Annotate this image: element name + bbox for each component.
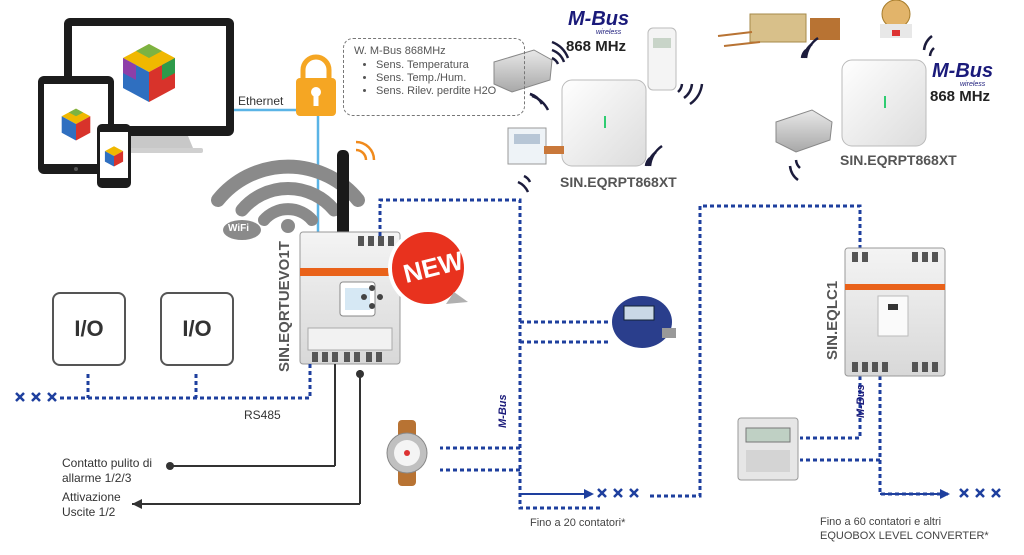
energy-meter-icon [737,417,799,481]
wireless-water-meter-icon [880,0,912,38]
wifi-badge [223,220,261,240]
bus-note-right-2: EQUOBOX LEVEL CONVERTER* [820,530,989,542]
wireless-water-meter-pair-icon [717,13,840,47]
mbus-logo-right: M-Bus [932,60,994,82]
sensor-list-item: Sens. Temperatura [376,59,496,72]
level-converter-label: SIN.EQLC1 [824,280,841,360]
alarm-wire [166,364,336,470]
bus-note-left: Fino a 20 contatori* [530,517,626,529]
wireless-heat-meter-icon [507,127,564,165]
new-badge [388,228,468,308]
radio-waves [517,34,935,193]
wifi-label: WiFi [228,223,250,234]
rs485-label: RS485 [244,408,281,422]
sensor-bubble: W. M-Bus 868MHz Sens. Temperatura Sens. … [343,38,525,116]
repeater-left-label: SIN.EQRPT868XT [560,174,677,190]
io-box-2: I/O [160,292,234,366]
bus-arrow-right [880,489,950,499]
sensor-list-item: Sens. Temp./Hum. [376,72,496,85]
io-box-label: I/O [182,316,212,341]
main-unit-label: SIN.EQRTUEVO1T [276,241,293,372]
bus-end-marks-middle [597,488,639,498]
smartphone-icon [97,124,131,188]
lock-icon [296,54,336,116]
rs485-bus [60,364,312,400]
wireless-temperature-sensor-icon [775,109,833,153]
activation-wire [132,370,364,509]
mbus-logo-left: M-Bus [568,8,630,30]
bus-end-marks-right [959,488,1001,498]
mbus-wire-label-left: M-Bus [497,394,509,428]
freq-label-left: 868 MHz [566,38,627,55]
repeater-right [841,59,927,147]
main-unit-device [299,140,401,365]
io-box-label: I/O [74,316,104,341]
sensor-list: Sens. Temperatura Sens. Temp./Hum. Sens.… [344,59,496,98]
ethernet-label: Ethernet [238,94,284,108]
sensor-list-item: Sens. Rilev. perdite H2O [376,85,496,98]
tablet-icon [38,76,114,174]
repeater-right-label: SIN.EQRPT868XT [840,152,957,168]
mbus-logo-left-sub: wireless [596,29,622,36]
bus-note-right-1: Fino a 60 contatori e altri [820,516,942,528]
water-meter-icon [386,420,428,486]
sensor-bubble-title: W. M-Bus 868MHz [354,45,446,57]
activation-label-2: Uscite 1/2 [62,505,116,519]
temperature-sensor-icon [493,49,553,93]
activation-label-1: Attivazione [62,490,121,504]
contact-label-1: Contatto pulito di [62,456,153,470]
repeater-left [561,79,647,167]
io-box-1: I/O [52,292,126,366]
bus-end-marks-left [15,392,57,402]
freq-label-right: 868 MHz [930,88,991,105]
contact-label-2: allarme 1/2/3 [62,471,132,485]
heat-cost-allocator-icon [647,27,677,91]
heat-meter-icon [612,296,676,348]
mbus-logo-right-sub: wireless [960,81,986,88]
mbus-wire-label-right: M-Bus [855,384,867,418]
mbus-bus-left [378,198,610,510]
bus-arrow-left [520,489,594,499]
level-converter-device [844,247,946,377]
